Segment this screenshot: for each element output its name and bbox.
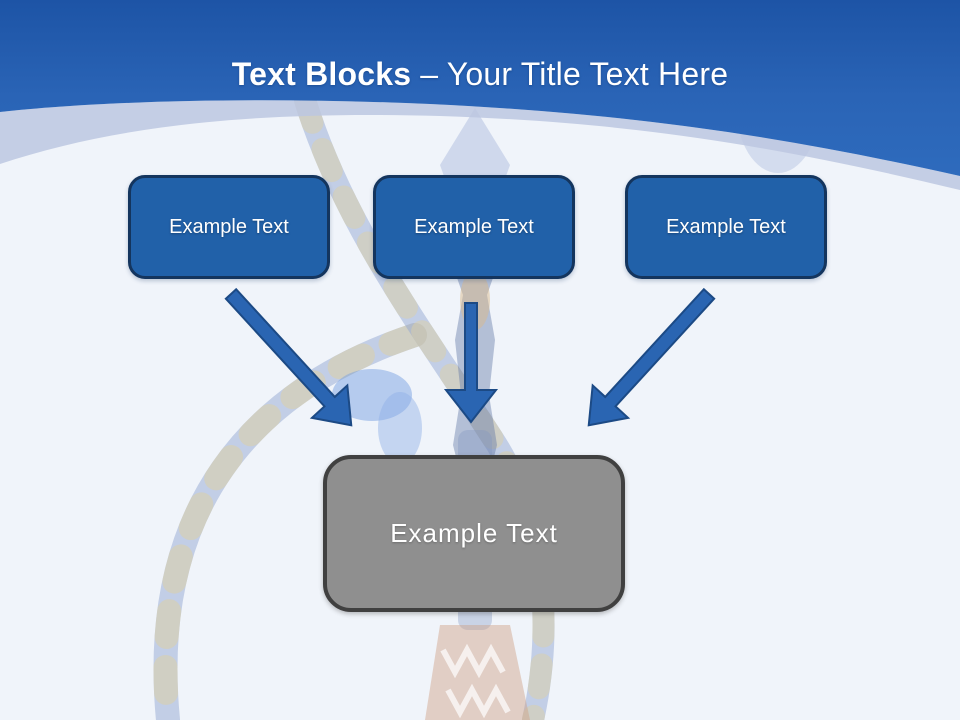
down-left-arrow-icon[interactable] [571, 278, 727, 442]
title-bold-text: Text Blocks [231, 56, 412, 92]
header-curve [0, 0, 960, 190]
down-arrow-icon[interactable] [443, 302, 499, 424]
text-block-2-label: Example Text [414, 215, 534, 238]
title-regular-text: – Your Title Text Here [420, 56, 729, 92]
center-text-block-label: Example Text [390, 518, 558, 548]
text-block-1[interactable]: Example Text [128, 175, 330, 279]
text-block-2[interactable]: Example Text [373, 175, 575, 279]
slide-title[interactable]: Text Blocks– Your Title Text Here [0, 56, 960, 92]
down-right-arrow-icon[interactable] [213, 278, 369, 442]
text-block-3-label: Example Text [666, 215, 786, 238]
text-block-3[interactable]: Example Text [625, 175, 827, 279]
center-text-block[interactable]: Example Text [323, 455, 625, 612]
text-block-1-label: Example Text [169, 215, 289, 238]
